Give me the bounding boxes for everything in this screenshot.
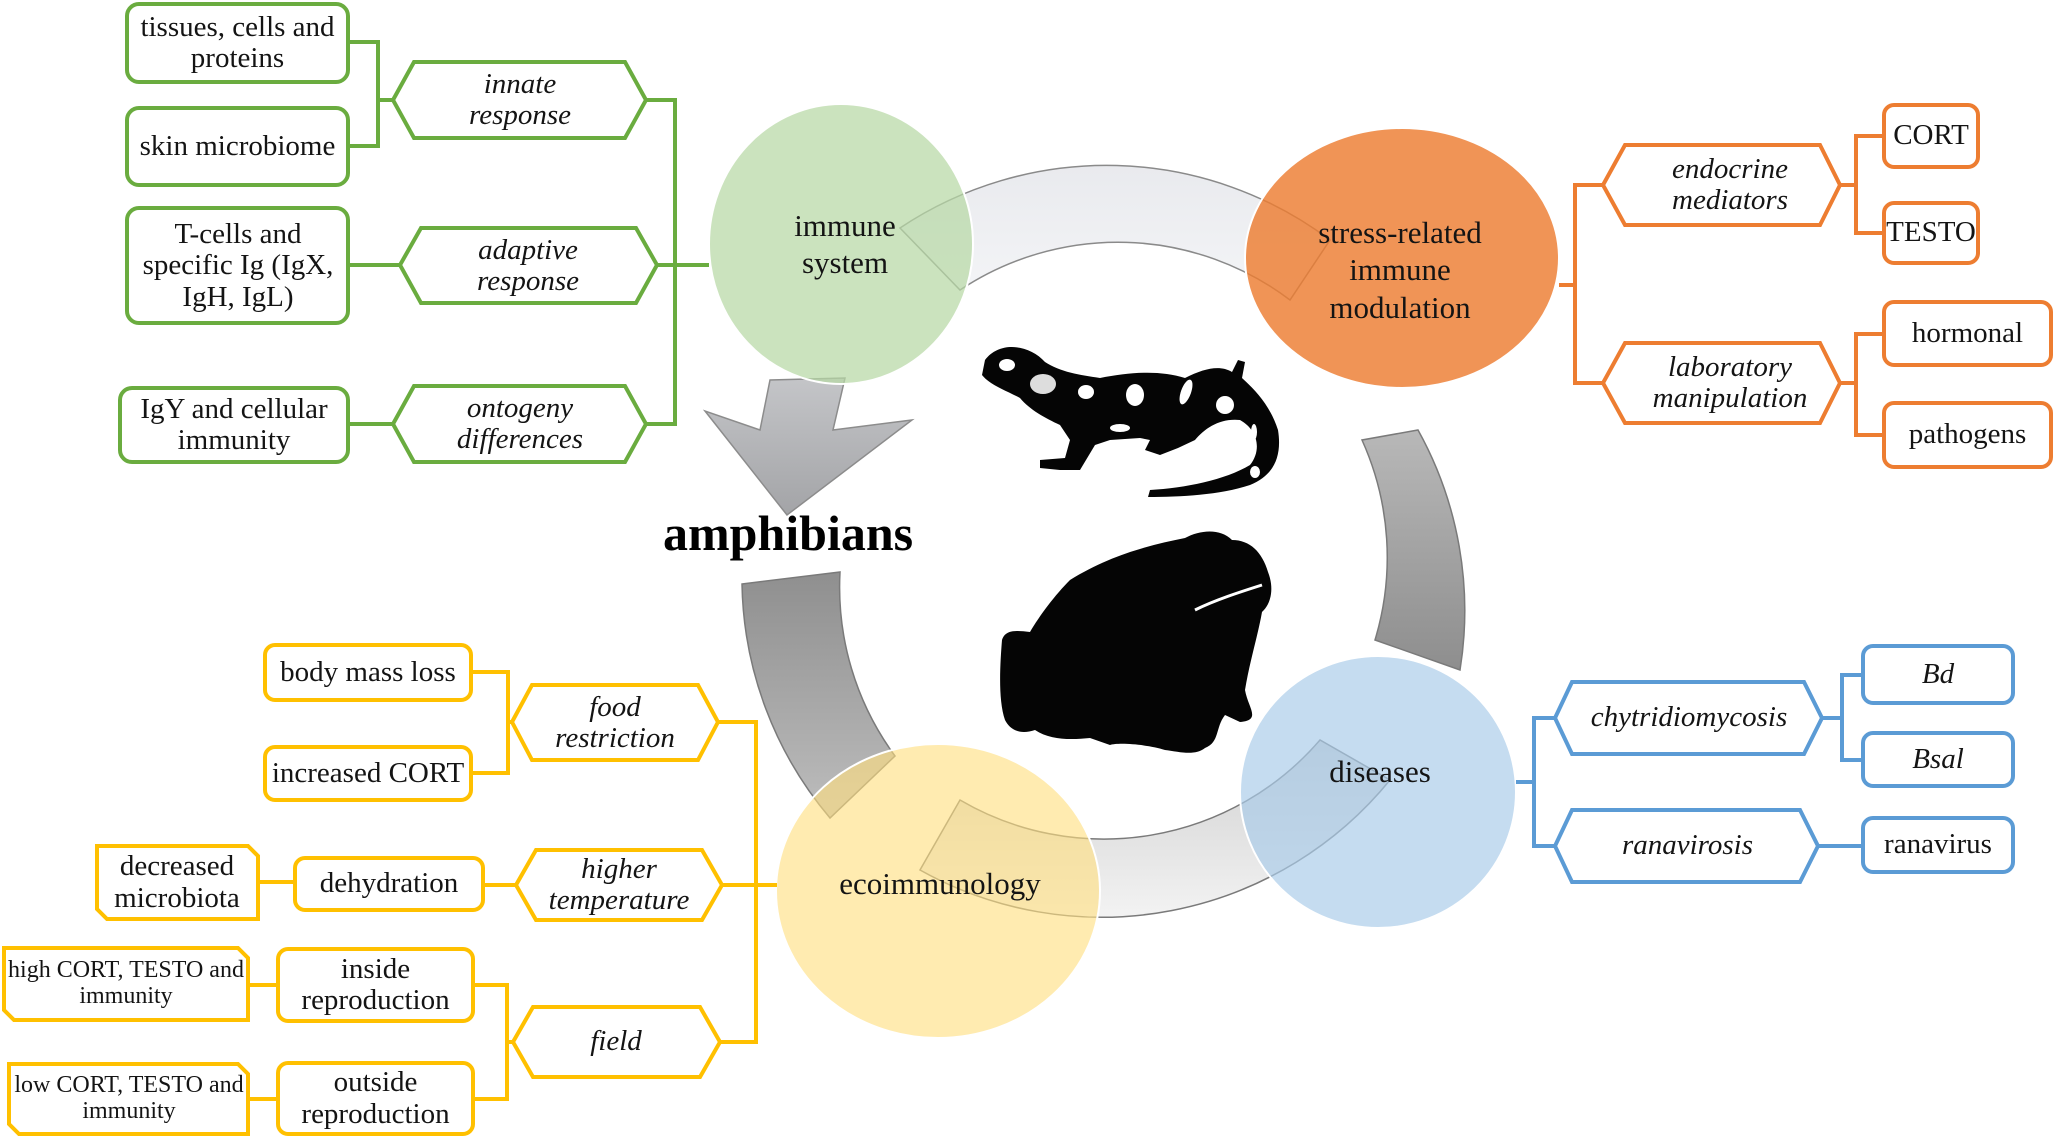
leaf-label: T-cells and specific Ig (IgX, IgH, IgL) — [142, 218, 334, 313]
leaf-box-tissues[interactable] — [125, 2, 350, 84]
leaf-label: pathogens — [1908, 418, 2027, 451]
connector — [473, 983, 509, 1101]
leaf-label: decreased microbiota — [114, 850, 240, 914]
branch-label: endocrine mediators — [1672, 152, 1788, 216]
leaf-label: TESTO — [1886, 216, 1976, 249]
connector — [1854, 332, 1884, 437]
connector — [646, 98, 677, 426]
branch-label: innate response — [468, 67, 572, 131]
leaf-label: ranavirus — [1884, 828, 1992, 861]
leaf-box-decreased-microbiota[interactable] — [95, 844, 260, 921]
central-title: amphibians — [663, 505, 914, 561]
leaf-box-skin-microbiome[interactable] — [125, 106, 350, 187]
branch-label: laboratory manipulation — [1652, 350, 1808, 414]
connector — [471, 670, 510, 775]
leaf-label: high CORT, TESTO and immunity — [8, 957, 244, 1009]
branch-hex-ontogeny[interactable] — [390, 384, 649, 464]
branch-hex-adaptive[interactable] — [397, 226, 660, 305]
leaf-box-low-cort[interactable] — [7, 1062, 250, 1136]
leaf-box-bsal[interactable] — [1861, 731, 2015, 788]
leaf-label: skin microbiome — [139, 129, 336, 162]
branch-hex-innate[interactable] — [390, 60, 649, 140]
leaf-box-testo[interactable] — [1882, 201, 1980, 265]
leaf-box-increased-cort[interactable] — [263, 745, 473, 802]
leaf-box-cort[interactable] — [1882, 103, 1980, 169]
leaf-box-bd[interactable] — [1861, 644, 2015, 705]
stress-modulation-circle[interactable] — [1244, 127, 1560, 389]
leaf-label: Bd — [1921, 657, 1955, 690]
connector — [1840, 673, 1863, 762]
leaf-box-inside-reproduction[interactable] — [276, 947, 475, 1023]
branch-label: field — [590, 1025, 642, 1058]
immune-system-circle[interactable] — [708, 103, 974, 385]
ring-segment-right — [1360, 429, 1466, 672]
branch-label: ontogeny differences — [456, 391, 584, 455]
leaf-box-body-mass-loss[interactable] — [263, 643, 473, 702]
cycle-arrow — [702, 377, 915, 517]
leaf-box-pathogens[interactable] — [1882, 401, 2053, 469]
immune-system-tree — [118, 2, 709, 464]
branch-label: adaptive response — [476, 233, 580, 297]
leaf-box-high-cort[interactable] — [2, 946, 250, 1022]
branch-hex-ranavirosis[interactable] — [1552, 808, 1821, 884]
connector — [718, 720, 758, 1044]
leaf-label: increased CORT — [271, 756, 465, 789]
branch-hex-laboratory[interactable] — [1600, 341, 1843, 425]
leaf-label: IgY and cellular immunity — [140, 392, 328, 456]
salamander-silhouette — [982, 347, 1280, 497]
branch-label: ranavirosis — [1621, 829, 1754, 862]
toad-silhouette — [1000, 531, 1272, 753]
stress-modulation-label: stress-related immune modulation — [1318, 215, 1482, 325]
branch-hex-food-restriction[interactable] — [509, 683, 721, 762]
diseases-circle[interactable] — [1239, 655, 1517, 929]
leaf-box-hormonal[interactable] — [1882, 300, 2053, 367]
leaf-box-tcells[interactable] — [125, 206, 350, 325]
diseases-tree — [1516, 644, 2015, 884]
stress-tree — [1559, 103, 2053, 469]
leaf-label: CORT — [1893, 119, 1969, 152]
leaf-label: tissues, cells and proteins — [140, 10, 335, 74]
leaf-label: inside reproduction — [301, 952, 450, 1016]
leaf-label: outside reproduction — [301, 1066, 450, 1130]
leaf-label: hormonal — [1911, 316, 2024, 349]
leaf-box-dehydration[interactable] — [293, 856, 485, 912]
branch-hex-higher-temperature[interactable] — [513, 848, 725, 922]
branch-hex-endocrine[interactable] — [1600, 143, 1843, 227]
branch-label: higher temperature — [548, 852, 690, 916]
ecoimmunology-circle[interactable] — [775, 743, 1101, 1039]
leaf-label: dehydration — [319, 867, 459, 900]
connector — [1573, 183, 1603, 385]
leaf-label: Bsal — [1912, 742, 1964, 775]
branch-hex-field[interactable] — [510, 1005, 723, 1079]
ecoimmunology-tree — [2, 643, 777, 1136]
connector — [1854, 134, 1884, 235]
diseases-label: diseases — [1329, 754, 1431, 790]
leaf-label: body mass loss — [280, 655, 456, 688]
immune-system-label: immune system — [794, 207, 896, 280]
branch-label: food restriction — [555, 690, 675, 754]
connector — [349, 40, 380, 148]
connector — [1532, 716, 1555, 848]
branch-hex-chytridiomycosis[interactable] — [1552, 680, 1825, 756]
leaf-box-igy[interactable] — [118, 386, 350, 464]
leaf-box-outside-reproduction[interactable] — [276, 1061, 475, 1136]
leaf-box-ranavirus[interactable] — [1861, 816, 2015, 874]
leaf-label: low CORT, TESTO and immunity — [14, 1072, 244, 1124]
branch-label: chytridiomycosis — [1590, 701, 1788, 734]
ecoimmunology-label: ecoimmunology — [839, 866, 1041, 902]
